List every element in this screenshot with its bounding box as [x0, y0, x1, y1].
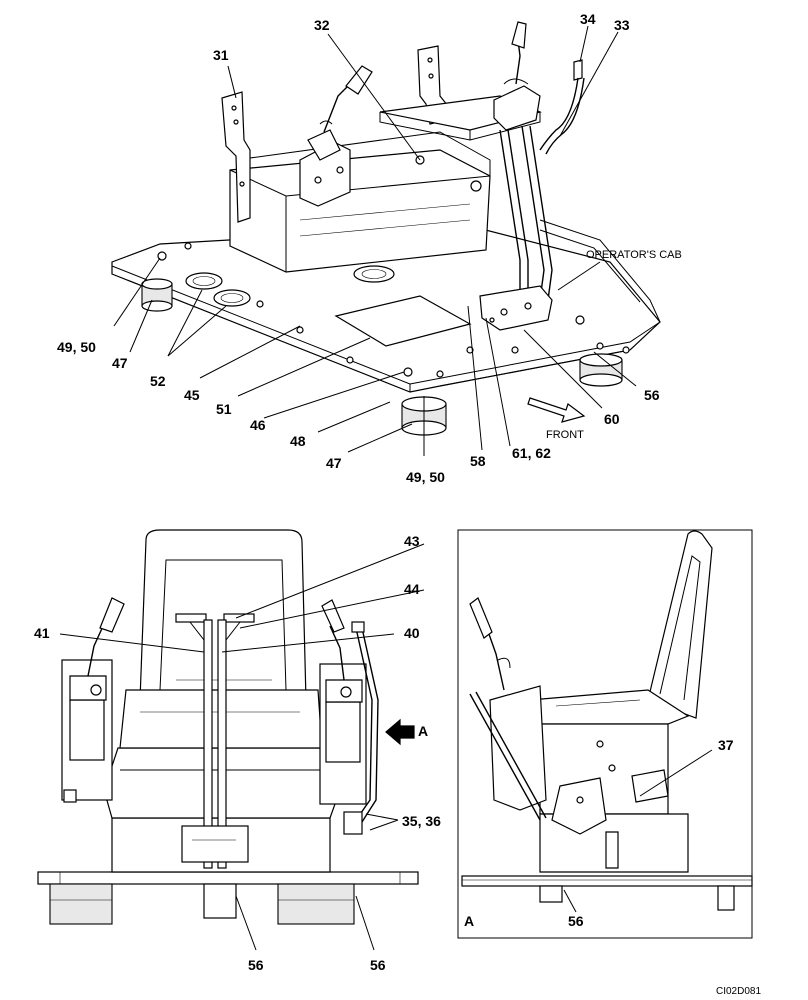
- callout-56-front-left: 56: [248, 957, 264, 973]
- side-travel-linkage: [469, 691, 669, 835]
- cutout-52a: [185, 272, 223, 290]
- left-bracket-31: [221, 91, 251, 223]
- callout-33: 33: [614, 17, 630, 33]
- right-console: [319, 599, 379, 835]
- front-mount-right: [277, 883, 355, 925]
- callout-52: 52: [150, 373, 166, 389]
- callout-58: 58: [470, 453, 486, 469]
- callout-56-front-right: 56: [370, 957, 386, 973]
- travel-linkage: [479, 125, 553, 331]
- callout-56-top: 56: [644, 387, 660, 403]
- callout-44: 44: [404, 581, 420, 597]
- side-view-a: [457, 529, 753, 939]
- callout-60: 60: [604, 411, 620, 427]
- side-leader-56: [563, 889, 577, 913]
- travel-levers-40-41: [175, 613, 255, 869]
- callout-34: 34: [580, 11, 596, 27]
- side-leader-37: [639, 749, 713, 797]
- callout-51: 51: [216, 401, 232, 417]
- front-label: FRONT: [546, 429, 584, 441]
- callout-48: 48: [290, 433, 306, 449]
- callout-46: 46: [250, 417, 266, 433]
- callout-41: 41: [34, 625, 50, 641]
- side-view-label: A: [464, 913, 474, 929]
- front-view: [37, 529, 425, 951]
- rubber-mount-left: [141, 278, 173, 312]
- travel-lever-33-34: [539, 59, 585, 155]
- view-a-arrow-label: A: [418, 723, 428, 739]
- floor-bolts: [157, 242, 630, 378]
- callout-49-50-left: 49, 50: [57, 339, 96, 355]
- seat-stand: [229, 149, 491, 273]
- right-joystick: [493, 21, 541, 131]
- seat-back: [139, 529, 307, 701]
- callout-37: 37: [718, 737, 734, 753]
- front-arrow: [527, 397, 586, 423]
- operators-cab-label: OPERATOR'S CAB: [586, 249, 682, 261]
- callout-40: 40: [404, 625, 420, 641]
- callout-45: 45: [184, 387, 200, 403]
- callout-31: 31: [213, 47, 229, 63]
- callout-47-left: 47: [112, 355, 128, 371]
- top-isometric-view: [111, 21, 661, 456]
- callout-61-62: 61, 62: [512, 445, 551, 461]
- callout-47-bottom: 47: [326, 455, 342, 471]
- callout-35-36: 35, 36: [402, 813, 441, 829]
- callout-labels: 31 32 34 33 49, 50 47 52 45 51 46 48 47 …: [34, 11, 761, 997]
- front-floor-plate: [37, 871, 419, 885]
- left-console: [61, 597, 125, 803]
- rubber-mount-right: [579, 353, 623, 387]
- left-joystick-32: [299, 65, 373, 207]
- callout-43: 43: [404, 533, 420, 549]
- drawing-reference: CI02D081: [716, 986, 761, 997]
- side-seat-back: [647, 530, 713, 719]
- front-view-leader-lines: [59, 543, 425, 951]
- callout-56-side: 56: [568, 913, 584, 929]
- side-console: [469, 597, 547, 811]
- front-mount-left: [49, 883, 113, 925]
- callout-32: 32: [314, 17, 330, 33]
- view-a-arrow: [385, 718, 415, 746]
- callout-49-50-bottom: 49, 50: [406, 469, 445, 485]
- side-view-frame: [457, 529, 753, 939]
- cutout-52b: [213, 289, 251, 307]
- top-view-leader-lines: [113, 25, 637, 456]
